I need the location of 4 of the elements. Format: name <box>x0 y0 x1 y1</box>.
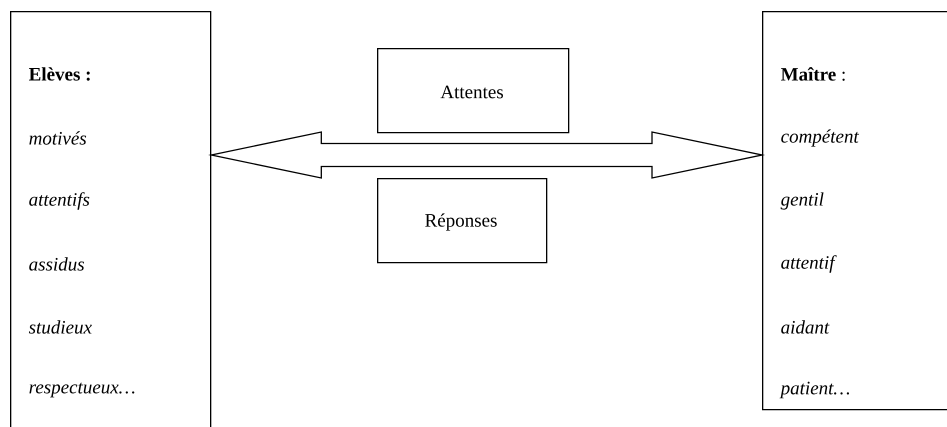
label-box: Réponses <box>377 178 548 264</box>
label-box: Attentes <box>377 48 570 134</box>
list-box: Maître : compétent gentil attentif aidant patient… <box>762 11 947 410</box>
list-box: Elèves : motivés attentifs assidus studieux respectueux… <box>10 11 212 427</box>
